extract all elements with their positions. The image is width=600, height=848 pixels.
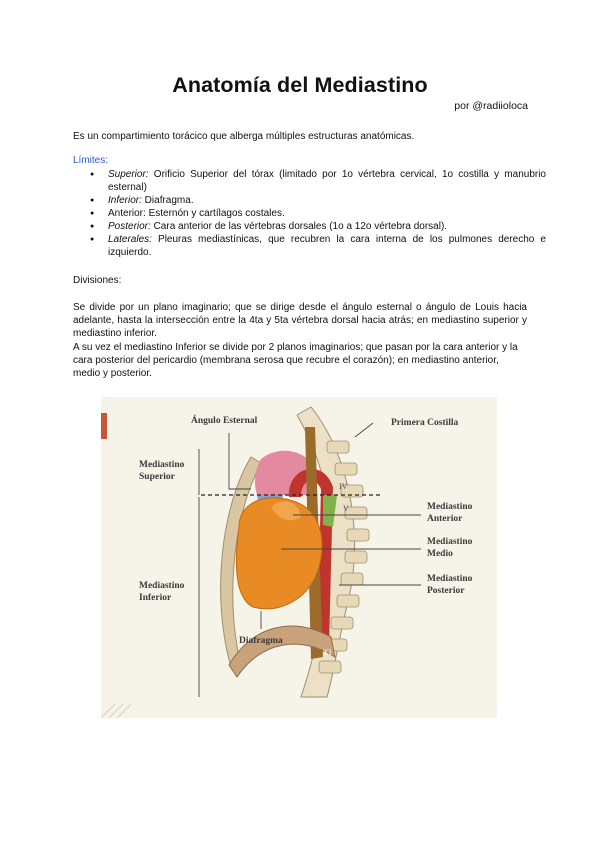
limit-text: Pleuras mediastínicas, que recubren la c… <box>108 234 546 258</box>
limit-item-superior: Superior: Orificio Superior del tórax (l… <box>90 168 546 194</box>
intro-paragraph: Es un compartimiento torácico que alberg… <box>73 131 415 142</box>
mediastinum-illustration: Ángulo Esternal Primera Costilla Mediast… <box>101 397 497 718</box>
label-mediastino-superior-2: Superior <box>139 472 176 482</box>
limit-item-anterior: Anterior: Esternón y cartílagos costales… <box>90 207 546 220</box>
label-mediastino-medio-1: Mediastino <box>427 537 473 547</box>
limit-item-laterales: Laterales: Pleuras mediastínicas, que re… <box>90 233 546 259</box>
label-mediastino-posterior-1: Mediastino <box>427 574 473 584</box>
posterior-mediastinum-region <box>323 495 337 527</box>
limits-heading: Límites: <box>73 155 109 166</box>
limit-term: Laterales: <box>108 234 152 245</box>
mediastinum-figure: Ángulo Esternal Primera Costilla Mediast… <box>101 397 497 718</box>
figure-accent-bar <box>101 413 107 439</box>
aorta <box>288 468 333 647</box>
figure-hatch <box>101 703 132 718</box>
limit-term: Inferior: <box>108 195 142 206</box>
label-mediastino-anterior-1: Mediastino <box>427 502 473 512</box>
page-title: Anatomía del Mediastino <box>172 73 428 97</box>
label-primera-costilla: Primera Costilla <box>391 418 459 428</box>
limit-item-inferior: Inferior: Diafragma. <box>90 194 546 207</box>
limit-text: Anterior: Esternón y cartílagos costales… <box>108 208 285 219</box>
limit-item-posterior: Posterior: Cara anterior de las vértebra… <box>90 220 546 233</box>
limit-term: Posterior: <box>108 221 151 232</box>
limit-text: Cara anterior de las vértebras dorsales … <box>150 221 448 232</box>
label-diafragma: Diafragma <box>239 636 283 646</box>
label-vertebra-xi: XI <box>323 648 332 657</box>
label-angulo-esternal: Ángulo Esternal <box>191 414 258 426</box>
limit-term: Superior: <box>108 169 149 180</box>
divisions-heading: Divisiones: <box>73 275 122 286</box>
limit-text: Diafragma. <box>141 195 194 206</box>
label-mediastino-posterior-2: Posterior <box>427 586 465 596</box>
author-credit: por @radiioloca <box>454 100 528 112</box>
label-mediastino-medio-2: Medio <box>427 549 453 559</box>
label-vertebra-v: V <box>343 504 349 513</box>
spine <box>296 406 370 698</box>
label-mediastino-superior-1: Mediastino <box>139 460 185 470</box>
heart <box>235 497 323 610</box>
label-mediastino-inferior-2: Inferior <box>139 593 172 603</box>
label-mediastino-anterior-2: Anterior <box>427 514 463 524</box>
label-vertebra-iv: IV <box>339 482 348 491</box>
pointer-lines <box>198 422 421 697</box>
label-mediastino-inferior-1: Mediastino <box>139 581 185 591</box>
diaphragm <box>228 625 336 678</box>
limits-list: Superior: Orificio Superior del tórax (l… <box>88 168 546 259</box>
heart-highlight <box>271 501 301 521</box>
limit-text: Orificio Superior del tórax (limitado po… <box>108 169 546 193</box>
divisions-paragraph-2: A su vez el mediastino Inferior se divid… <box>73 342 518 379</box>
divisions-paragraph-1: Se divide por un plano imaginario; que s… <box>73 302 527 339</box>
